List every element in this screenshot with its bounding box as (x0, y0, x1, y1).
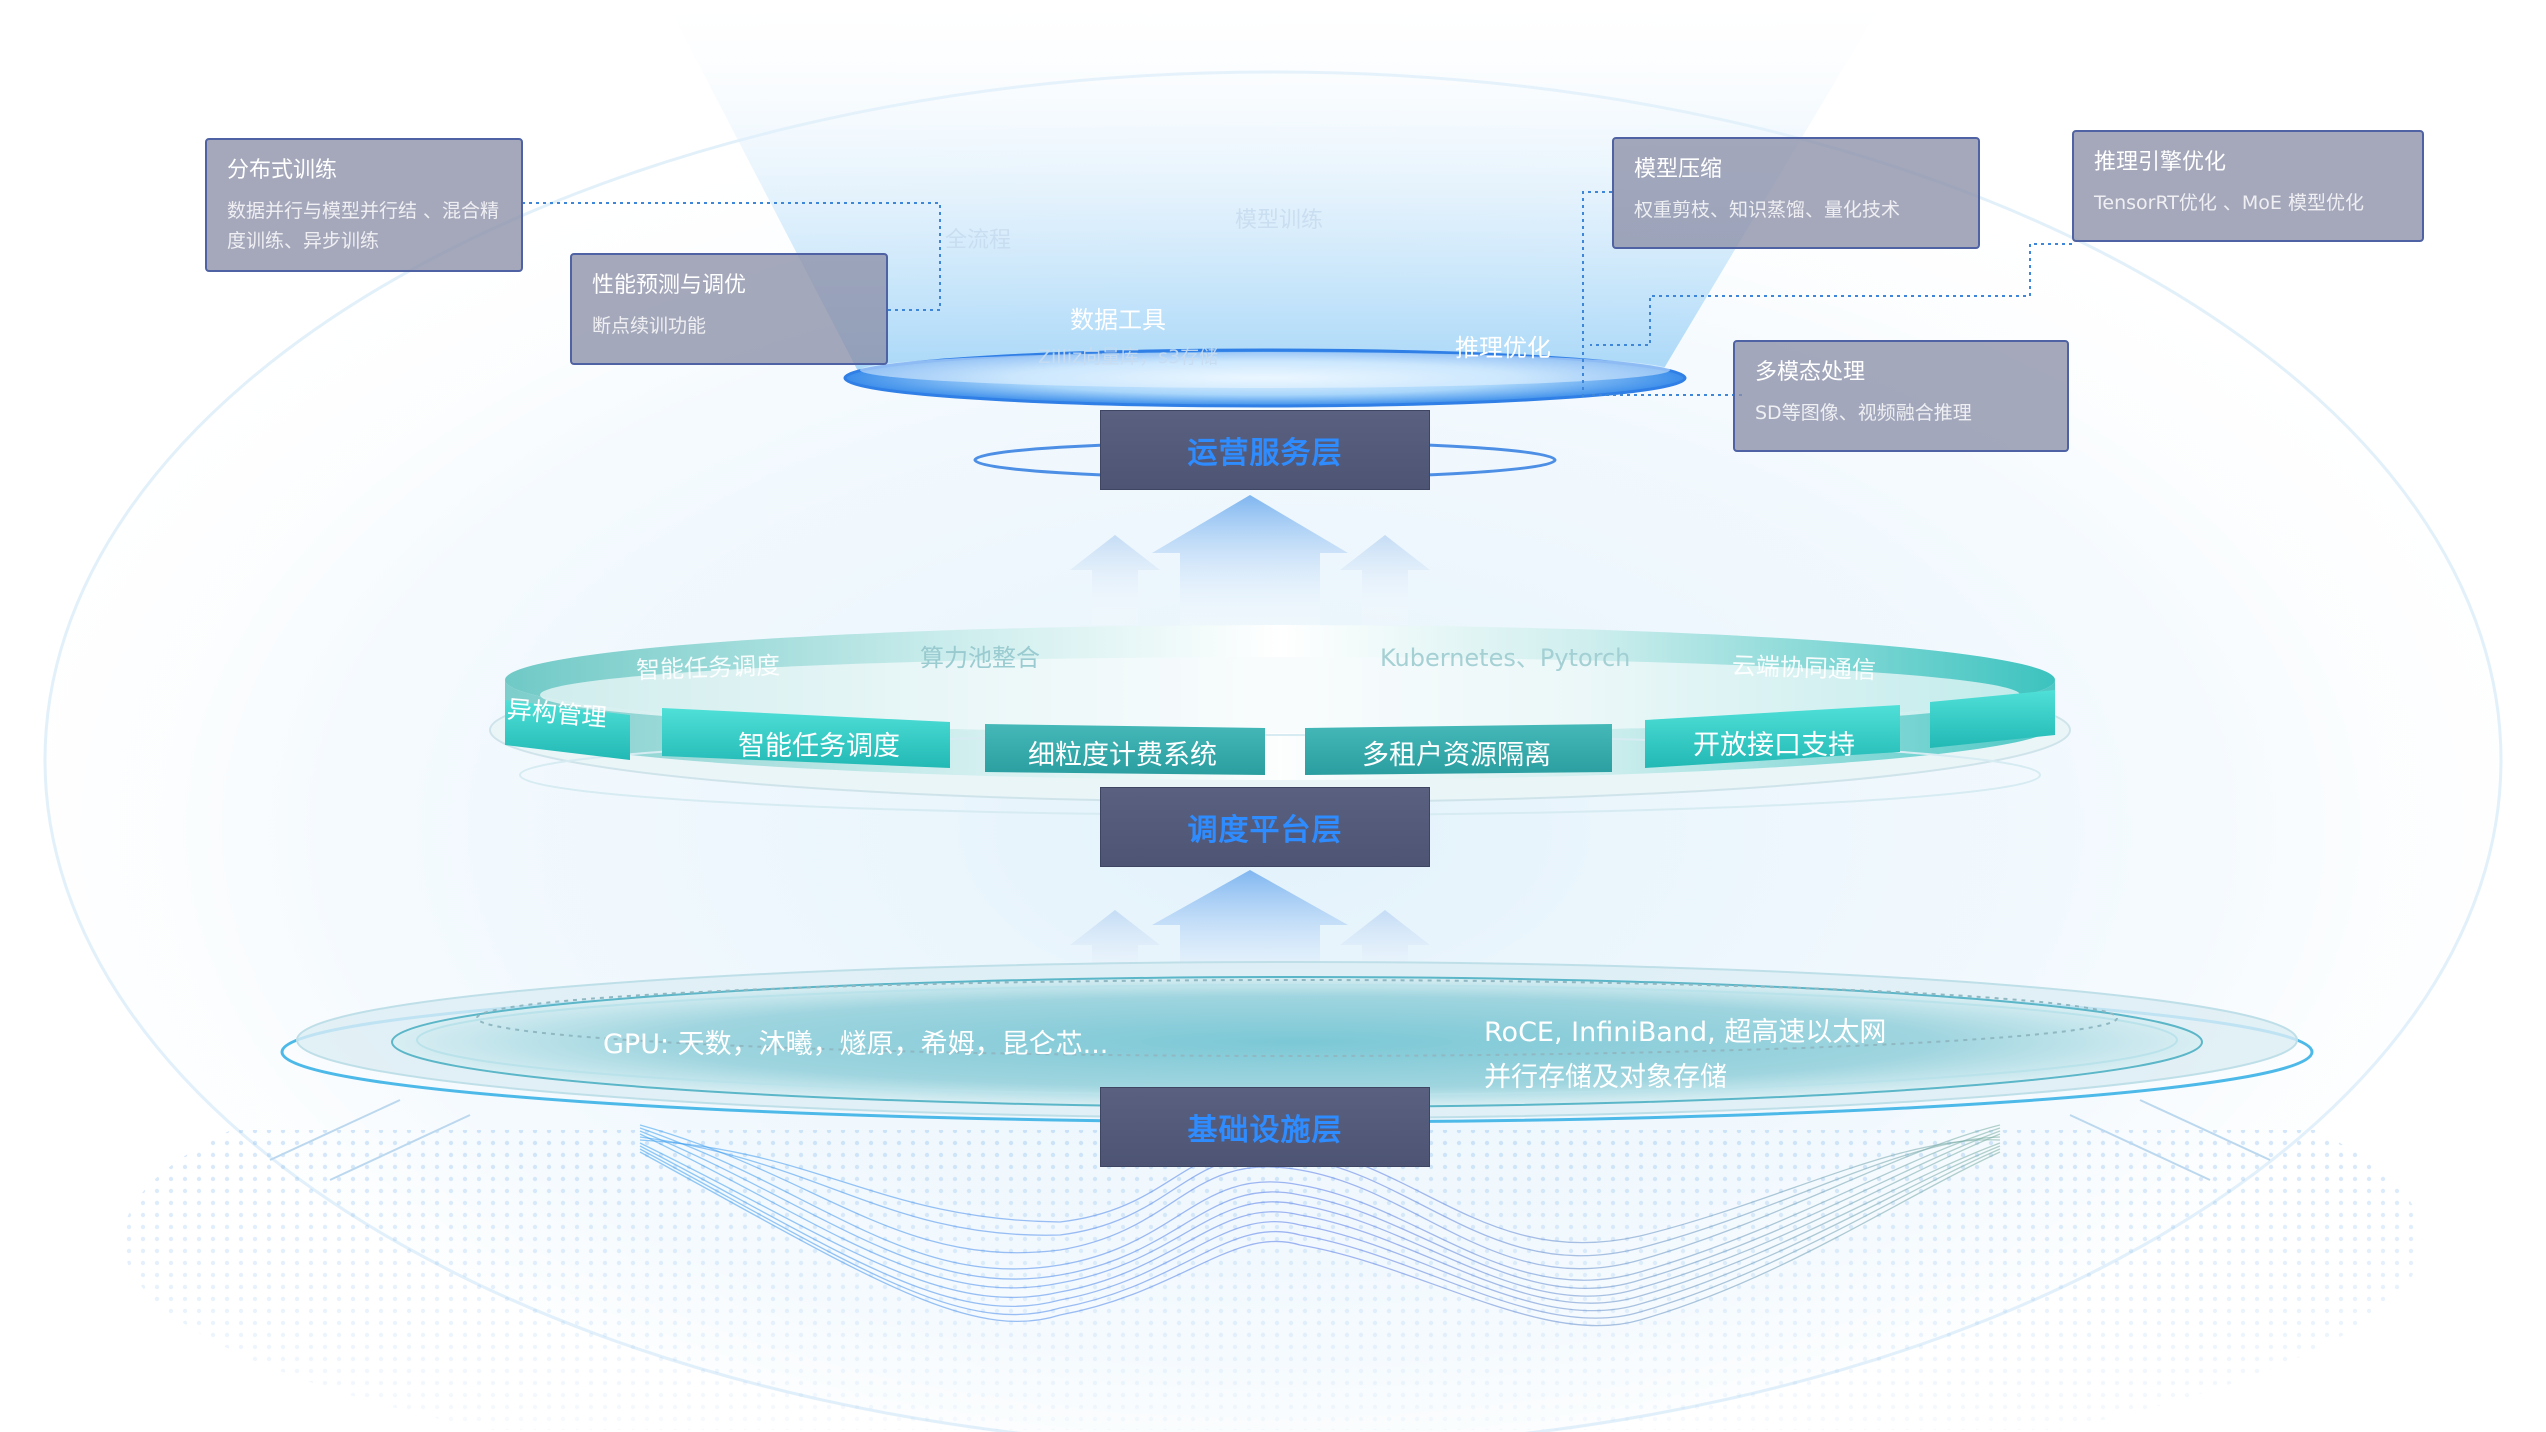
leader-lines (522, 191, 2072, 400)
arrows-upper (1070, 495, 1430, 625)
callout-title: 模型压缩 (1634, 157, 1723, 182)
scheduling-ring (489, 625, 2071, 816)
callout-inference-engine: 推理引擎优化 TensorRT优化 、MoE 模型优化 (2072, 130, 2424, 242)
tile-task-scheduling: 智能任务调度 (738, 731, 900, 762)
callout-title: 推理引擎优化 (2094, 150, 2227, 175)
callout-title: 多模态处理 (1755, 360, 1866, 385)
data-tools-title: 数据工具 (1070, 306, 1166, 334)
infrastructure-disk (280, 961, 2314, 1124)
callout-distributed-training: 分布式训练 数据并行与模型并行结 、混合精度训练、异步训练 (205, 138, 523, 272)
tile-multitenant: 多租户资源隔离 (1362, 740, 1551, 771)
ring-text-task-scheduling: 智能任务调度 (635, 651, 781, 685)
callout-desc: 数据并行与模型并行结 、混合精度训练、异步训练 (227, 200, 500, 252)
callout-desc: SD等图像、视频融合推理 (1755, 402, 1972, 424)
operations-layer-label: 运营服务层 (1100, 410, 1430, 490)
gpu-text: GPU: 天数，沐曦，燧原，希姆，昆仑芯... (603, 1029, 1109, 1060)
scheduling-tiles-bg (505, 690, 2055, 775)
callout-desc: 断点续训功能 (592, 315, 707, 337)
callout-performance-tuning: 性能预测与调优 断点续训功能 (570, 253, 888, 365)
network-text: RoCE, InfiniBand, 超高速以太网 (1484, 1017, 1887, 1048)
data-tools-desc: Zilliz向量库，s3存储 (1038, 346, 1219, 368)
callout-desc: 权重剪枝、知识蒸馏、量化技术 (1634, 199, 1901, 221)
side-streaks (269, 1099, 2271, 1181)
floating-text-pipeline: 全流程 (945, 228, 1012, 253)
storage-text: 并行存储及对象存储 (1484, 1062, 1727, 1093)
ring-text-compute-pool: 算力池整合 (920, 644, 1040, 672)
infrastructure-layer-label: 基础设施层 (1100, 1087, 1430, 1167)
callout-title: 性能预测与调优 (592, 273, 747, 298)
floating-text-training: 模型训练 (1235, 208, 1324, 233)
inference-tag: 推理优化 (1455, 334, 1551, 362)
callout-multimodal: 多模态处理 SD等图像、视频融合推理 (1733, 340, 2069, 452)
scheduling-layer-label: 调度平台层 (1100, 787, 1430, 867)
light-cone (665, 0, 1885, 375)
callout-model-compression: 模型压缩 权重剪枝、知识蒸馏、量化技术 (1612, 137, 1980, 249)
dot-field (100, 1130, 2446, 1430)
ring-text-cloud-edge: 云端协同通信 (1731, 651, 1877, 685)
tile-billing: 细粒度计费系统 (1028, 740, 1217, 771)
ring-text-kubernetes: Kubernetes、Pytorch (1380, 644, 1631, 672)
callout-desc: TensorRT优化 、MoE 模型优化 (2094, 192, 2364, 214)
callout-title: 分布式训练 (227, 158, 338, 183)
tile-open-api: 开放接口支持 (1693, 730, 1855, 761)
